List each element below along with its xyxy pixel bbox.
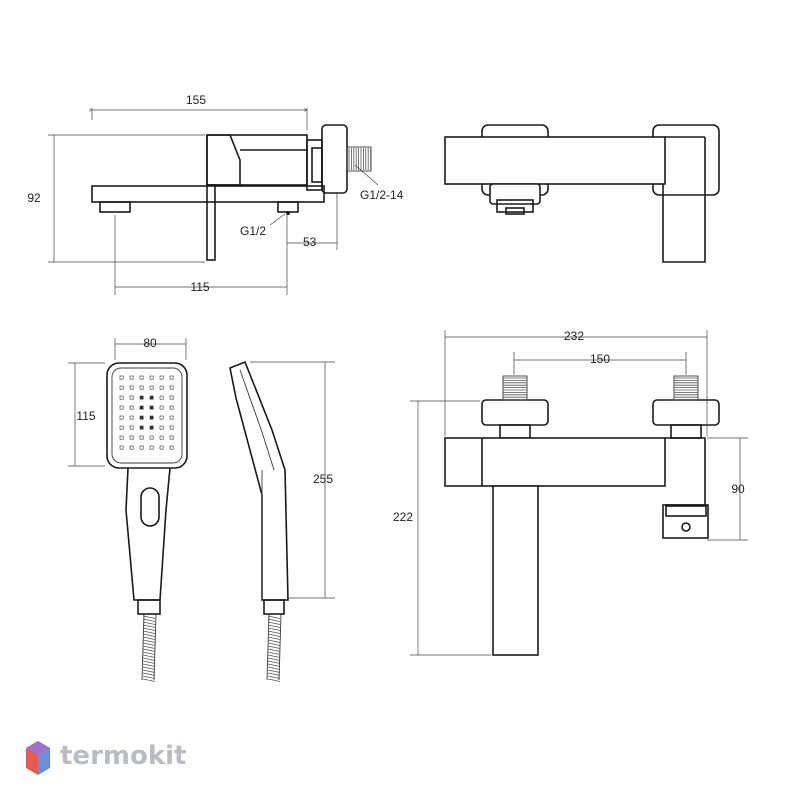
dim-top-width: 155 bbox=[186, 93, 206, 107]
dim-head-height: 115 bbox=[76, 409, 95, 423]
dim-body-depth: 90 bbox=[731, 482, 745, 496]
dim-thread-top: G1/2-14 bbox=[360, 188, 404, 202]
brand-logo: termokit bbox=[26, 741, 186, 775]
shower-head-side-dimensions bbox=[250, 361, 335, 599]
dim-head-width: 80 bbox=[143, 336, 157, 350]
shower-head-front-dimensions bbox=[68, 338, 187, 467]
dim-thread-bottom: G1/2 bbox=[240, 224, 266, 238]
dim-top-height: 92 bbox=[27, 191, 41, 205]
dim-shower-length: 255 bbox=[313, 472, 333, 486]
dim-inlet-spacing: 150 bbox=[590, 352, 610, 366]
shower-head-side bbox=[229, 360, 289, 682]
top-view-mixer bbox=[444, 124, 720, 263]
side-view-dimensions bbox=[48, 108, 379, 295]
front-view-mixer bbox=[444, 375, 720, 656]
shower-head-front bbox=[106, 362, 188, 682]
front-view-dimensions bbox=[410, 330, 748, 656]
dim-offset: 53 bbox=[303, 235, 317, 249]
dim-spout-reach: 115 bbox=[190, 280, 209, 294]
dim-body-height: 222 bbox=[393, 510, 413, 524]
dim-body-width: 232 bbox=[564, 329, 584, 343]
brand-name: termokit bbox=[60, 741, 186, 771]
side-view-mixer bbox=[91, 124, 372, 261]
